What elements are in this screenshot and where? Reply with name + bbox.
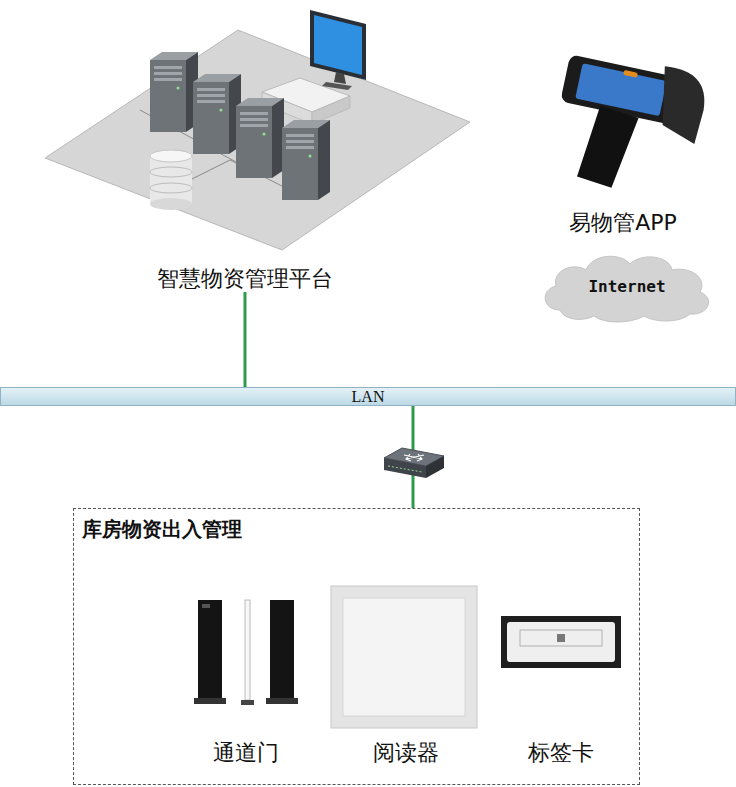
gate-pole xyxy=(245,600,250,700)
database-ring xyxy=(150,167,192,177)
switch-side xyxy=(426,456,444,478)
network-cable xyxy=(412,406,415,508)
switch-arrows xyxy=(404,454,424,461)
device-node: 智慧物资管理平台 xyxy=(35,10,455,292)
node-label: 阅读器 xyxy=(331,739,481,767)
reader-face xyxy=(343,598,465,716)
database-ring xyxy=(150,183,192,193)
node-label: LAN xyxy=(1,389,735,405)
tag-frame xyxy=(501,616,621,668)
gate-base xyxy=(266,698,298,704)
device-node: 标签卡 xyxy=(491,591,631,766)
switch-top xyxy=(384,448,444,466)
monitor-frame xyxy=(310,10,366,80)
cloud-node: Internet xyxy=(538,250,716,324)
tag-antenna xyxy=(520,630,602,646)
node-label: 通道门 xyxy=(176,739,316,767)
network-cable xyxy=(244,292,247,387)
monitor-stand xyxy=(334,72,346,84)
device-button xyxy=(623,70,638,78)
handheld-device xyxy=(545,46,711,203)
device-node: 阅读器 xyxy=(331,591,481,766)
network-band: LAN xyxy=(0,387,736,406)
database-body xyxy=(150,156,192,204)
device-handle xyxy=(576,104,639,190)
database-top xyxy=(150,150,192,162)
tag-chip xyxy=(557,634,565,642)
node-label: 标签卡 xyxy=(491,739,631,767)
gate-base xyxy=(241,700,254,705)
gate-pillar xyxy=(198,600,222,698)
device-screen xyxy=(575,63,667,116)
database-bottom xyxy=(150,198,192,210)
tag-inlay xyxy=(507,622,615,662)
device-node: 通道门 xyxy=(176,591,316,766)
group-title: 库房物资出入管理 xyxy=(82,517,242,542)
gate-light xyxy=(202,604,210,608)
monitor-screen xyxy=(314,15,362,75)
group-box: 库房物资出入管理通道门阅读器标签卡 xyxy=(73,508,640,785)
desk-side xyxy=(312,96,350,124)
device-node: 易物管APP xyxy=(540,204,706,242)
node-label: 易物管APP xyxy=(540,209,706,237)
monitor-base xyxy=(322,82,352,90)
node-label: Internet xyxy=(538,277,716,297)
node-label: 智慧物资管理平台 xyxy=(35,265,455,293)
platform-floor xyxy=(45,30,470,250)
gate-pillar xyxy=(270,600,294,698)
gate-base xyxy=(194,698,226,704)
switch-ports xyxy=(388,466,422,472)
switch-front xyxy=(384,458,426,478)
device-antenna xyxy=(650,66,711,145)
reader-panel xyxy=(331,586,477,728)
